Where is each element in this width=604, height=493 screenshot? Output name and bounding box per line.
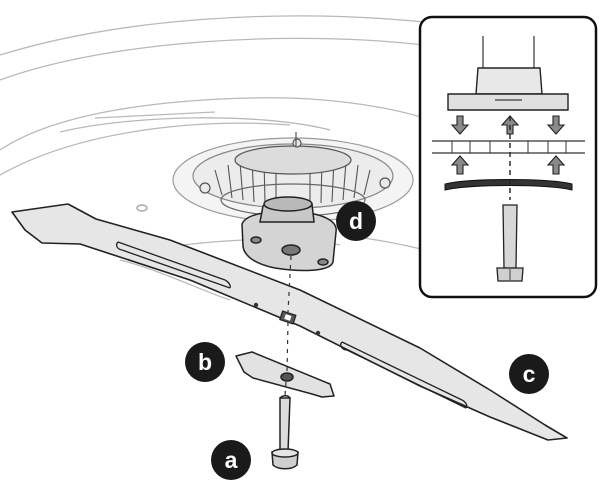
inset-bolt [496,204,524,282]
mower-blade [11,203,568,441]
arrow-up-right [546,155,566,175]
callout-b: b [185,342,225,382]
assembly-axis [284,255,292,397]
callout-c-label: c [523,361,536,387]
motor-mount-housing [172,132,414,223]
mower-deck-outline [0,15,426,301]
arrow-down-left [450,115,470,135]
arrow-down-right [546,115,566,135]
inset-arrows [450,115,566,175]
blade-washer [235,351,335,398]
callout-b-label: b [198,349,212,375]
callout-a: a [211,440,251,480]
arrow-up-left [450,155,470,175]
inset-washer [444,179,573,191]
blade-bolt [271,395,299,470]
callout-d-label: d [349,208,363,234]
callout-c: c [509,354,549,394]
inset-adapter [447,67,569,111]
blade-adapter [241,196,337,272]
callout-a-label: a [225,447,238,473]
inset-blade-section [432,140,585,154]
callout-d: d [336,201,376,241]
inset-detail-panel [418,15,598,299]
